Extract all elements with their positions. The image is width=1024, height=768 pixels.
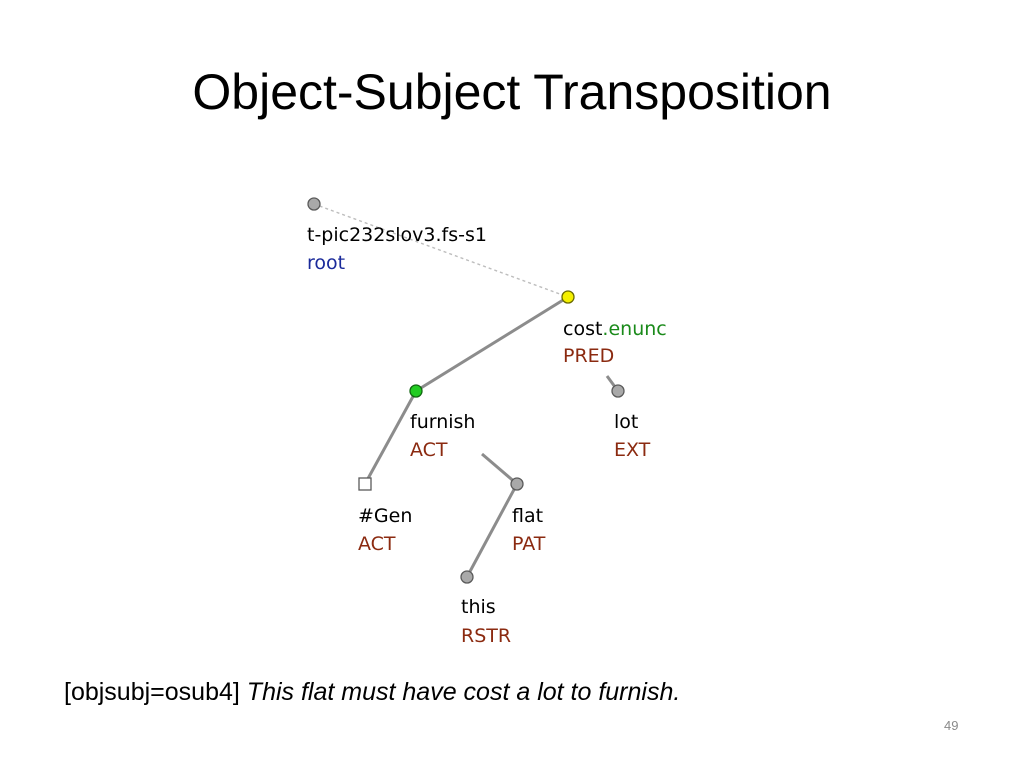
root-node-marker: [307, 197, 321, 211]
this-functor-label: RSTR: [461, 625, 511, 647]
lot-lemma-label: lot: [614, 411, 638, 433]
gen-functor-label: ACT: [358, 533, 396, 555]
edge-root-cost: [313, 203, 569, 298]
this-node-marker: [460, 570, 474, 584]
edge-cost-furnish: [415, 295, 569, 393]
flat-lemma-label: flat: [512, 505, 543, 527]
slide-title: Object-Subject Transposition: [192, 64, 832, 120]
cost-suffix: .enunc: [602, 318, 666, 340]
edge-furnish-gen: [363, 390, 418, 485]
edge-furnish-flat: [481, 452, 518, 486]
this-lemma-label: this: [461, 596, 496, 618]
caption-sentence: This flat must have cost a lot to furnis…: [246, 678, 681, 706]
furnish-functor-label: ACT: [410, 439, 448, 461]
example-caption: [objsubj=osub4] This flat must have cost…: [64, 678, 680, 707]
edge-flat-this: [465, 483, 519, 578]
cost-lemma-label: cost.enunc: [563, 318, 667, 340]
gen-lemma-label: #Gen: [358, 505, 412, 527]
furnish-lemma-label: furnish: [410, 411, 475, 433]
lot-node-marker: [611, 384, 625, 398]
slide-number: 49: [944, 718, 959, 733]
cost-lemma: cost: [563, 318, 602, 340]
caption-tag: [objsubj=osub4]: [64, 678, 240, 706]
cost-node-marker: [561, 290, 575, 304]
root-role-label: root: [307, 252, 345, 274]
root-label: t-pic232slov3.fs-s1: [307, 224, 487, 246]
flat-functor-label: PAT: [512, 533, 546, 555]
gen-node-marker: [358, 477, 372, 491]
furnish-node-marker: [409, 384, 423, 398]
lot-functor-label: EXT: [614, 439, 651, 461]
flat-node-marker: [510, 477, 524, 491]
cost-functor-label: PRED: [563, 345, 614, 367]
